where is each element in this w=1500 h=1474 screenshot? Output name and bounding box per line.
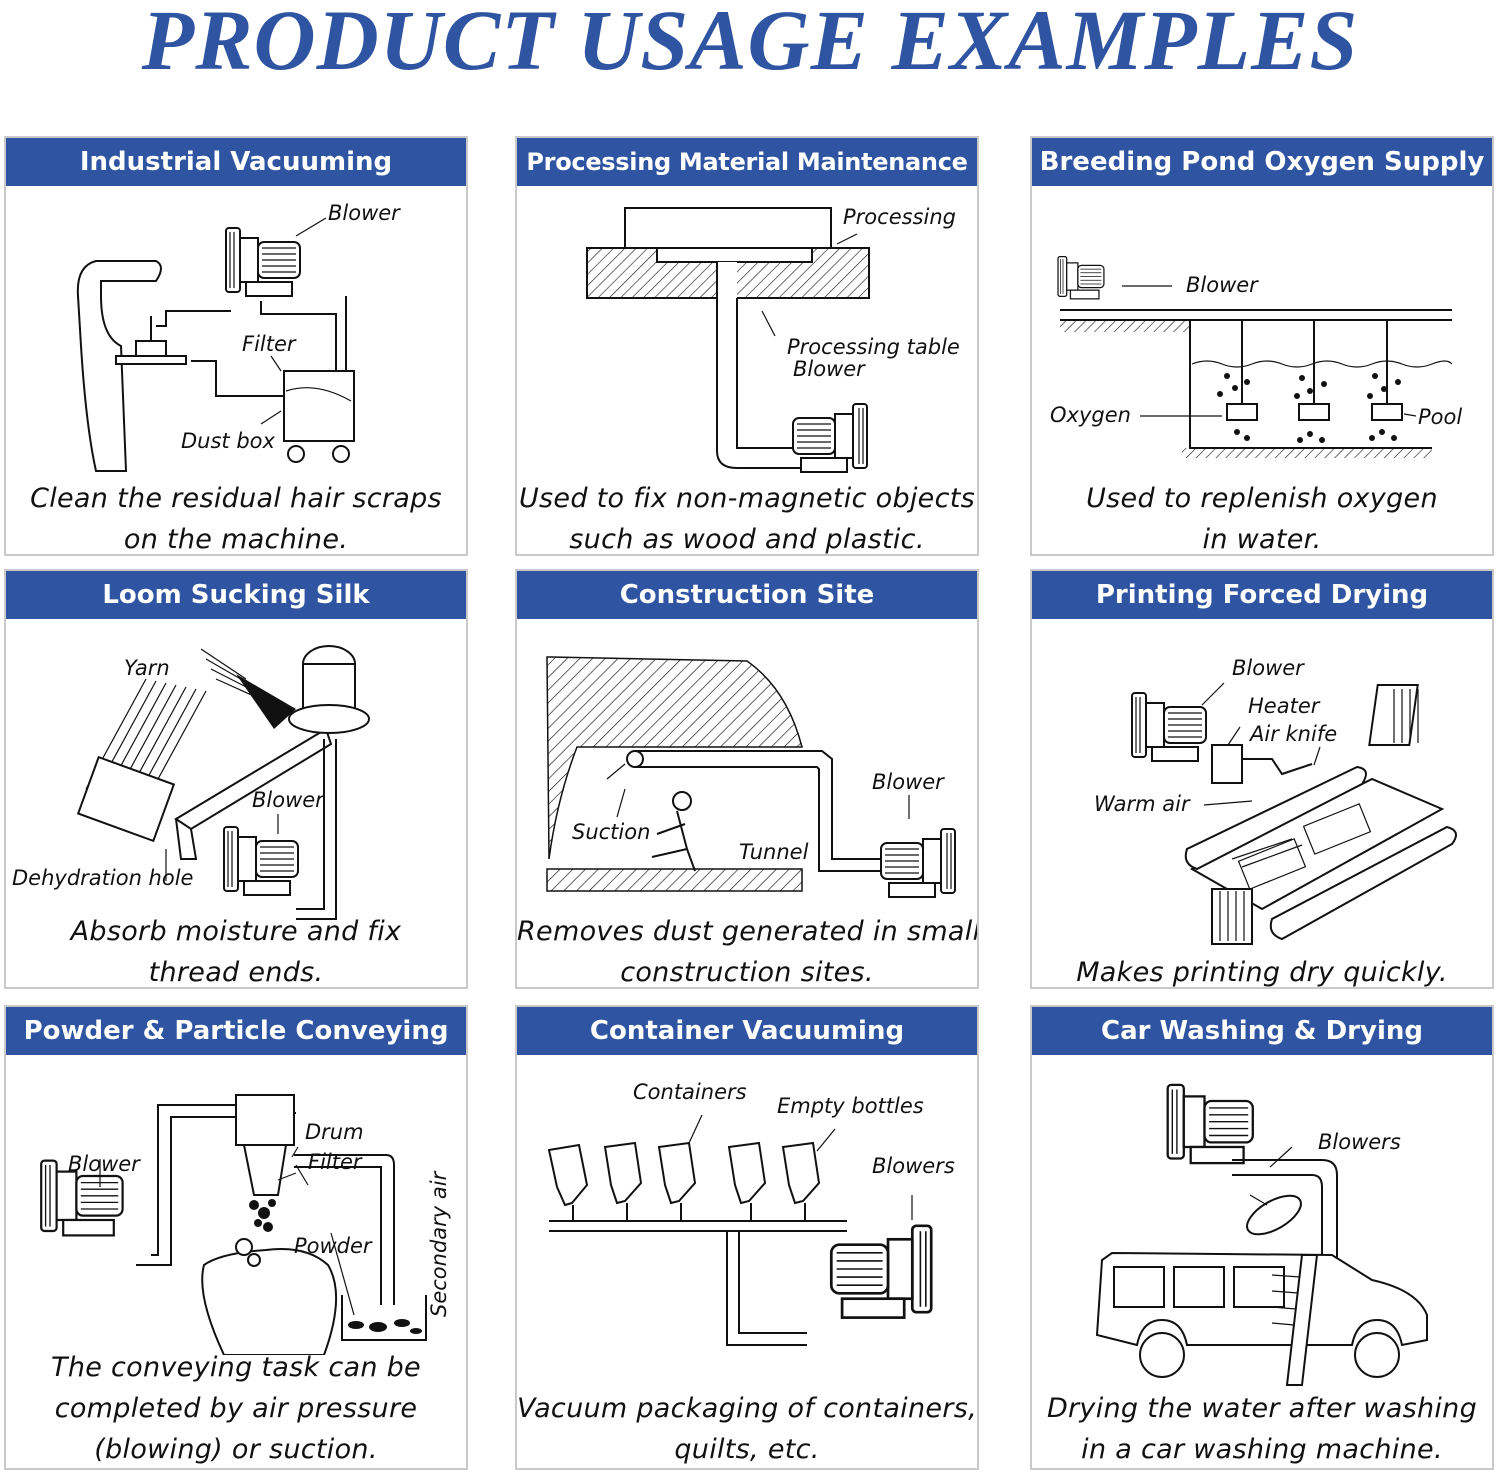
panel-title: Breeding Pond Oxygen Supply [1032, 138, 1492, 186]
caption: Used to replenish oxygen in water. [1086, 483, 1438, 555]
label-dust-box: Dust box [181, 429, 276, 453]
label-powder: Powder [294, 1234, 373, 1258]
blower-icon [880, 828, 956, 898]
construction-site-diagram: Blower Suction Tunnel [546, 656, 956, 898]
panel-title: Processing Material Maintenance [517, 138, 977, 186]
panel-printing-forced-drying: Printing Forced Drying Blower Heater [1030, 569, 1494, 989]
panel-powder-conveying: Powder & Particle Conveying Drum Filter … [4, 1005, 468, 1470]
label-secondary-air: Secondary air [427, 1170, 451, 1317]
caption: Vacuum packaging of containers, quilts, … [517, 1393, 977, 1465]
panel-title: Loom Sucking Silk [6, 571, 466, 619]
caption: Clean the residual hair scraps on the ma… [30, 483, 442, 555]
label-blower: Blower [793, 357, 866, 381]
label-blower: Blower [1232, 656, 1305, 680]
panel-car-washing: Car Washing & Drying Blowers Drying the … [1030, 1005, 1494, 1470]
label-blower: Blower [872, 770, 945, 794]
label-blower: Blower [1186, 273, 1259, 297]
page-title: PRODUCT USAGE EXAMPLES [141, 0, 1359, 88]
blower-icon [1131, 692, 1207, 762]
label-filter: Filter [242, 332, 297, 356]
label-empty-bottles: Empty bottles [777, 1094, 924, 1118]
panel-processing-material: Processing Material Maintenance Processi… [515, 136, 979, 556]
panel-industrial-vacuuming: Industrial Vacuuming Blower Filter Dust … [4, 136, 468, 556]
loom-sucking-silk-diagram: Yarn Blower Dehydration hole [12, 645, 370, 920]
label-dehydration-hole: Dehydration hole [12, 866, 193, 890]
panel-title: Container Vacuuming [517, 1007, 977, 1055]
panel-title: Industrial Vacuuming [6, 138, 466, 186]
panel-construction-site: Construction Site Blower Suction Tunnel [515, 569, 979, 989]
powder-conveying-diagram: Drum Filter Blower Powder Secondary air [40, 1094, 451, 1355]
printing-forced-drying-diagram: Blower Heater Air knife Warm air [1094, 656, 1457, 945]
panel-title: Car Washing & Drying [1032, 1007, 1492, 1055]
caption: Absorb moisture and fix thread ends. [70, 916, 402, 988]
label-heater: Heater [1248, 694, 1321, 718]
label-processing-table: Processing table [787, 335, 960, 359]
blower-icon [1057, 256, 1105, 300]
label-blower: Blower [252, 788, 325, 812]
industrial-vacuuming-diagram: Blower Filter Dust box [76, 201, 401, 472]
caption: The conveying task can be completed by a… [51, 1352, 421, 1465]
breeding-pond-diagram: Blower Oxygen Pool [1050, 256, 1462, 458]
caption: Used to fix non-magnetic objects such as… [519, 483, 975, 555]
caption: Drying the water after washing in a car … [1046, 1393, 1478, 1465]
label-oxygen: Oxygen [1050, 403, 1131, 427]
label-filter: Filter [308, 1150, 363, 1174]
label-drum: Drum [305, 1120, 364, 1144]
caption: Makes printing dry quickly. [1076, 957, 1448, 988]
label-yarn: Yarn [124, 656, 170, 680]
blower-icon [792, 403, 868, 473]
label-blower: Blower [328, 201, 401, 225]
label-blowers: Blowers [872, 1154, 955, 1178]
label-tunnel: Tunnel [739, 840, 809, 864]
caption: Removes dust generated in small construc… [517, 916, 979, 988]
panel-breeding-pond: Breeding Pond Oxygen Supply [1030, 136, 1494, 556]
car-washing-diagram: Blowers [1095, 1083, 1428, 1386]
label-containers: Containers [633, 1080, 747, 1104]
label-air-knife: Air knife [1248, 722, 1337, 746]
label-suction: Suction [572, 820, 650, 844]
label-pool: Pool [1418, 405, 1462, 429]
blower-icon [225, 227, 301, 297]
label-processing: Processing [843, 205, 956, 229]
container-vacuuming-diagram: Containers Empty bottles Blowers [547, 1080, 955, 1346]
blower-icon [223, 826, 299, 896]
panel-title: Powder & Particle Conveying [6, 1007, 466, 1055]
blower-icon [1166, 1083, 1254, 1165]
panel-loom-sucking-silk: Loom Sucking Silk Yarn Blower Dehydratio [4, 569, 468, 989]
panel-title: Printing Forced Drying [1032, 571, 1492, 619]
panel-title: Construction Site [517, 571, 977, 619]
label-blowers: Blowers [1318, 1130, 1401, 1154]
label-blower: Blower [68, 1152, 141, 1176]
panel-container-vacuuming: Container Vacuuming Con [515, 1005, 979, 1470]
blower-icon [829, 1224, 933, 1319]
processing-material-diagram: Processing Processing table Blower [586, 205, 960, 473]
label-warm-air: Warm air [1094, 792, 1191, 816]
